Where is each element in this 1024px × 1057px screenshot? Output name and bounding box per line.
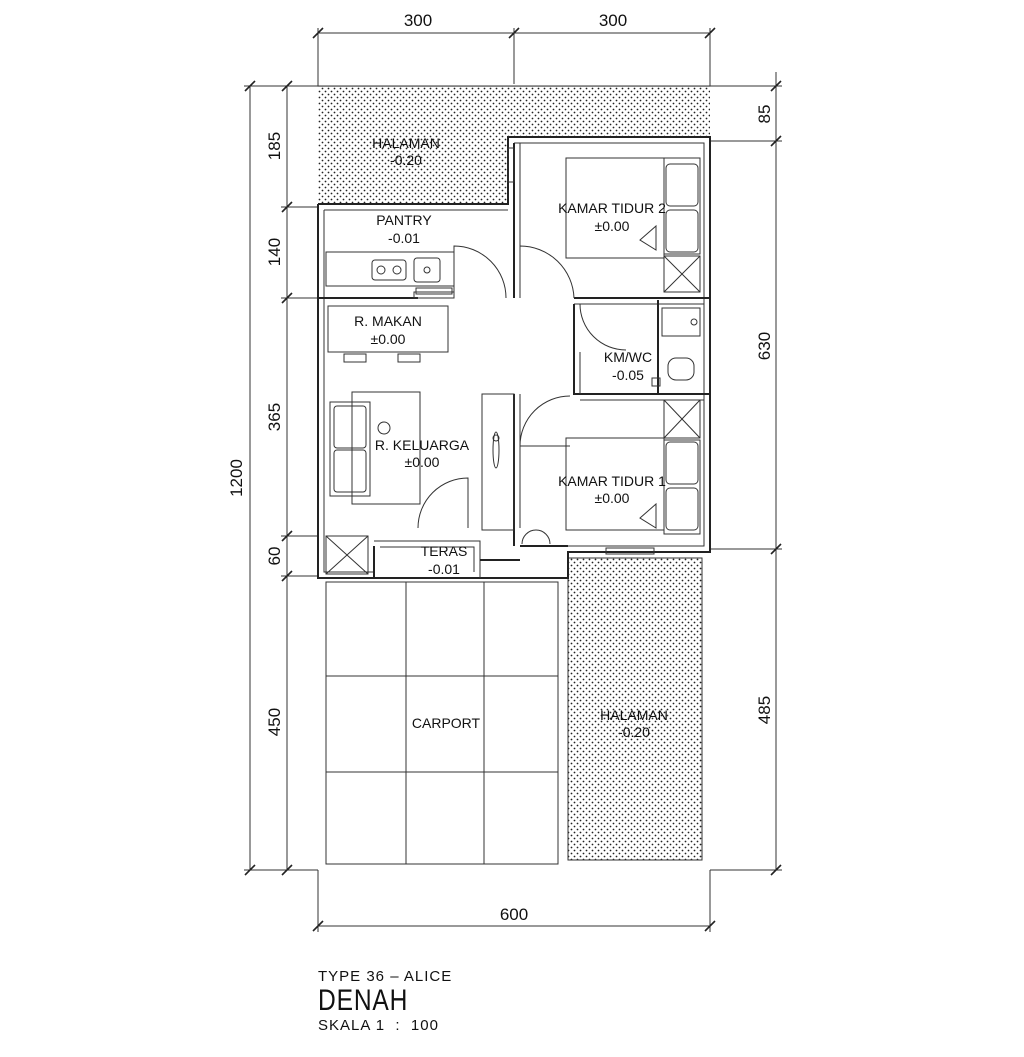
garden-top-left bbox=[318, 86, 508, 204]
dimension-lines bbox=[244, 27, 782, 932]
level-kamar2: ±0.00 bbox=[595, 218, 630, 234]
dining-table bbox=[327, 305, 449, 363]
plan-type: TYPE 36 – ALICE bbox=[318, 968, 453, 985]
carport-grid bbox=[325, 581, 559, 865]
teras-box bbox=[325, 535, 369, 575]
dim-right-485: 485 bbox=[755, 696, 774, 724]
sofa bbox=[329, 391, 421, 505]
level-halaman-top: -0.20 bbox=[390, 152, 422, 168]
level-kmwc: -0.05 bbox=[612, 367, 644, 383]
windows bbox=[413, 147, 655, 555]
bed-kamar1 bbox=[565, 399, 701, 535]
label-makan: R. MAKAN bbox=[354, 313, 422, 329]
dim-left-450: 450 bbox=[265, 708, 284, 736]
wc-fixtures bbox=[651, 307, 701, 387]
level-kamar1: ±0.00 bbox=[595, 490, 630, 506]
dim-top-left: 300 bbox=[404, 11, 432, 30]
bed-kamar2 bbox=[565, 157, 701, 293]
title-block: TYPE 36 – ALICE DENAH SKALA 1 : 100 bbox=[318, 968, 452, 1034]
label-carport: CARPORT bbox=[412, 715, 481, 731]
label-pantry: PANTRY bbox=[376, 212, 432, 228]
level-makan: ±0.00 bbox=[371, 331, 406, 347]
dim-bottom: 600 bbox=[500, 905, 528, 924]
dim-left-365: 365 bbox=[265, 403, 284, 431]
label-teras: TERAS bbox=[421, 543, 468, 559]
level-teras: -0.01 bbox=[428, 561, 460, 577]
dim-left-185: 185 bbox=[265, 132, 284, 160]
dim-right-85: 85 bbox=[755, 105, 774, 124]
doors bbox=[417, 245, 627, 545]
level-halaman-bottom: -0.20 bbox=[618, 724, 650, 740]
label-kamar1: KAMAR TIDUR 1 bbox=[558, 473, 666, 489]
dim-left-140: 140 bbox=[265, 238, 284, 266]
dim-left-total: 1200 bbox=[227, 459, 246, 497]
level-keluarga: ±0.00 bbox=[405, 454, 440, 470]
tv-cabinet bbox=[492, 431, 500, 469]
label-keluarga: R. KELUARGA bbox=[375, 437, 470, 453]
label-kmwc: KM/WC bbox=[604, 349, 652, 365]
dim-left-60: 60 bbox=[265, 547, 284, 566]
pantry-counter bbox=[325, 251, 455, 295]
label-kamar2: KAMAR TIDUR 2 bbox=[558, 200, 666, 216]
dim-top-right: 300 bbox=[599, 11, 627, 30]
garden-bottom bbox=[568, 558, 702, 860]
label-halaman-top: HALAMAN bbox=[372, 135, 440, 151]
label-halaman-bottom: HALAMAN bbox=[600, 707, 668, 723]
plan-scale: SKALA 1 : 100 bbox=[318, 1017, 439, 1034]
level-pantry: -0.01 bbox=[388, 230, 420, 246]
dim-right-630: 630 bbox=[755, 332, 774, 360]
plan-title: DENAH bbox=[318, 984, 409, 1017]
garden-top-band bbox=[508, 86, 710, 137]
